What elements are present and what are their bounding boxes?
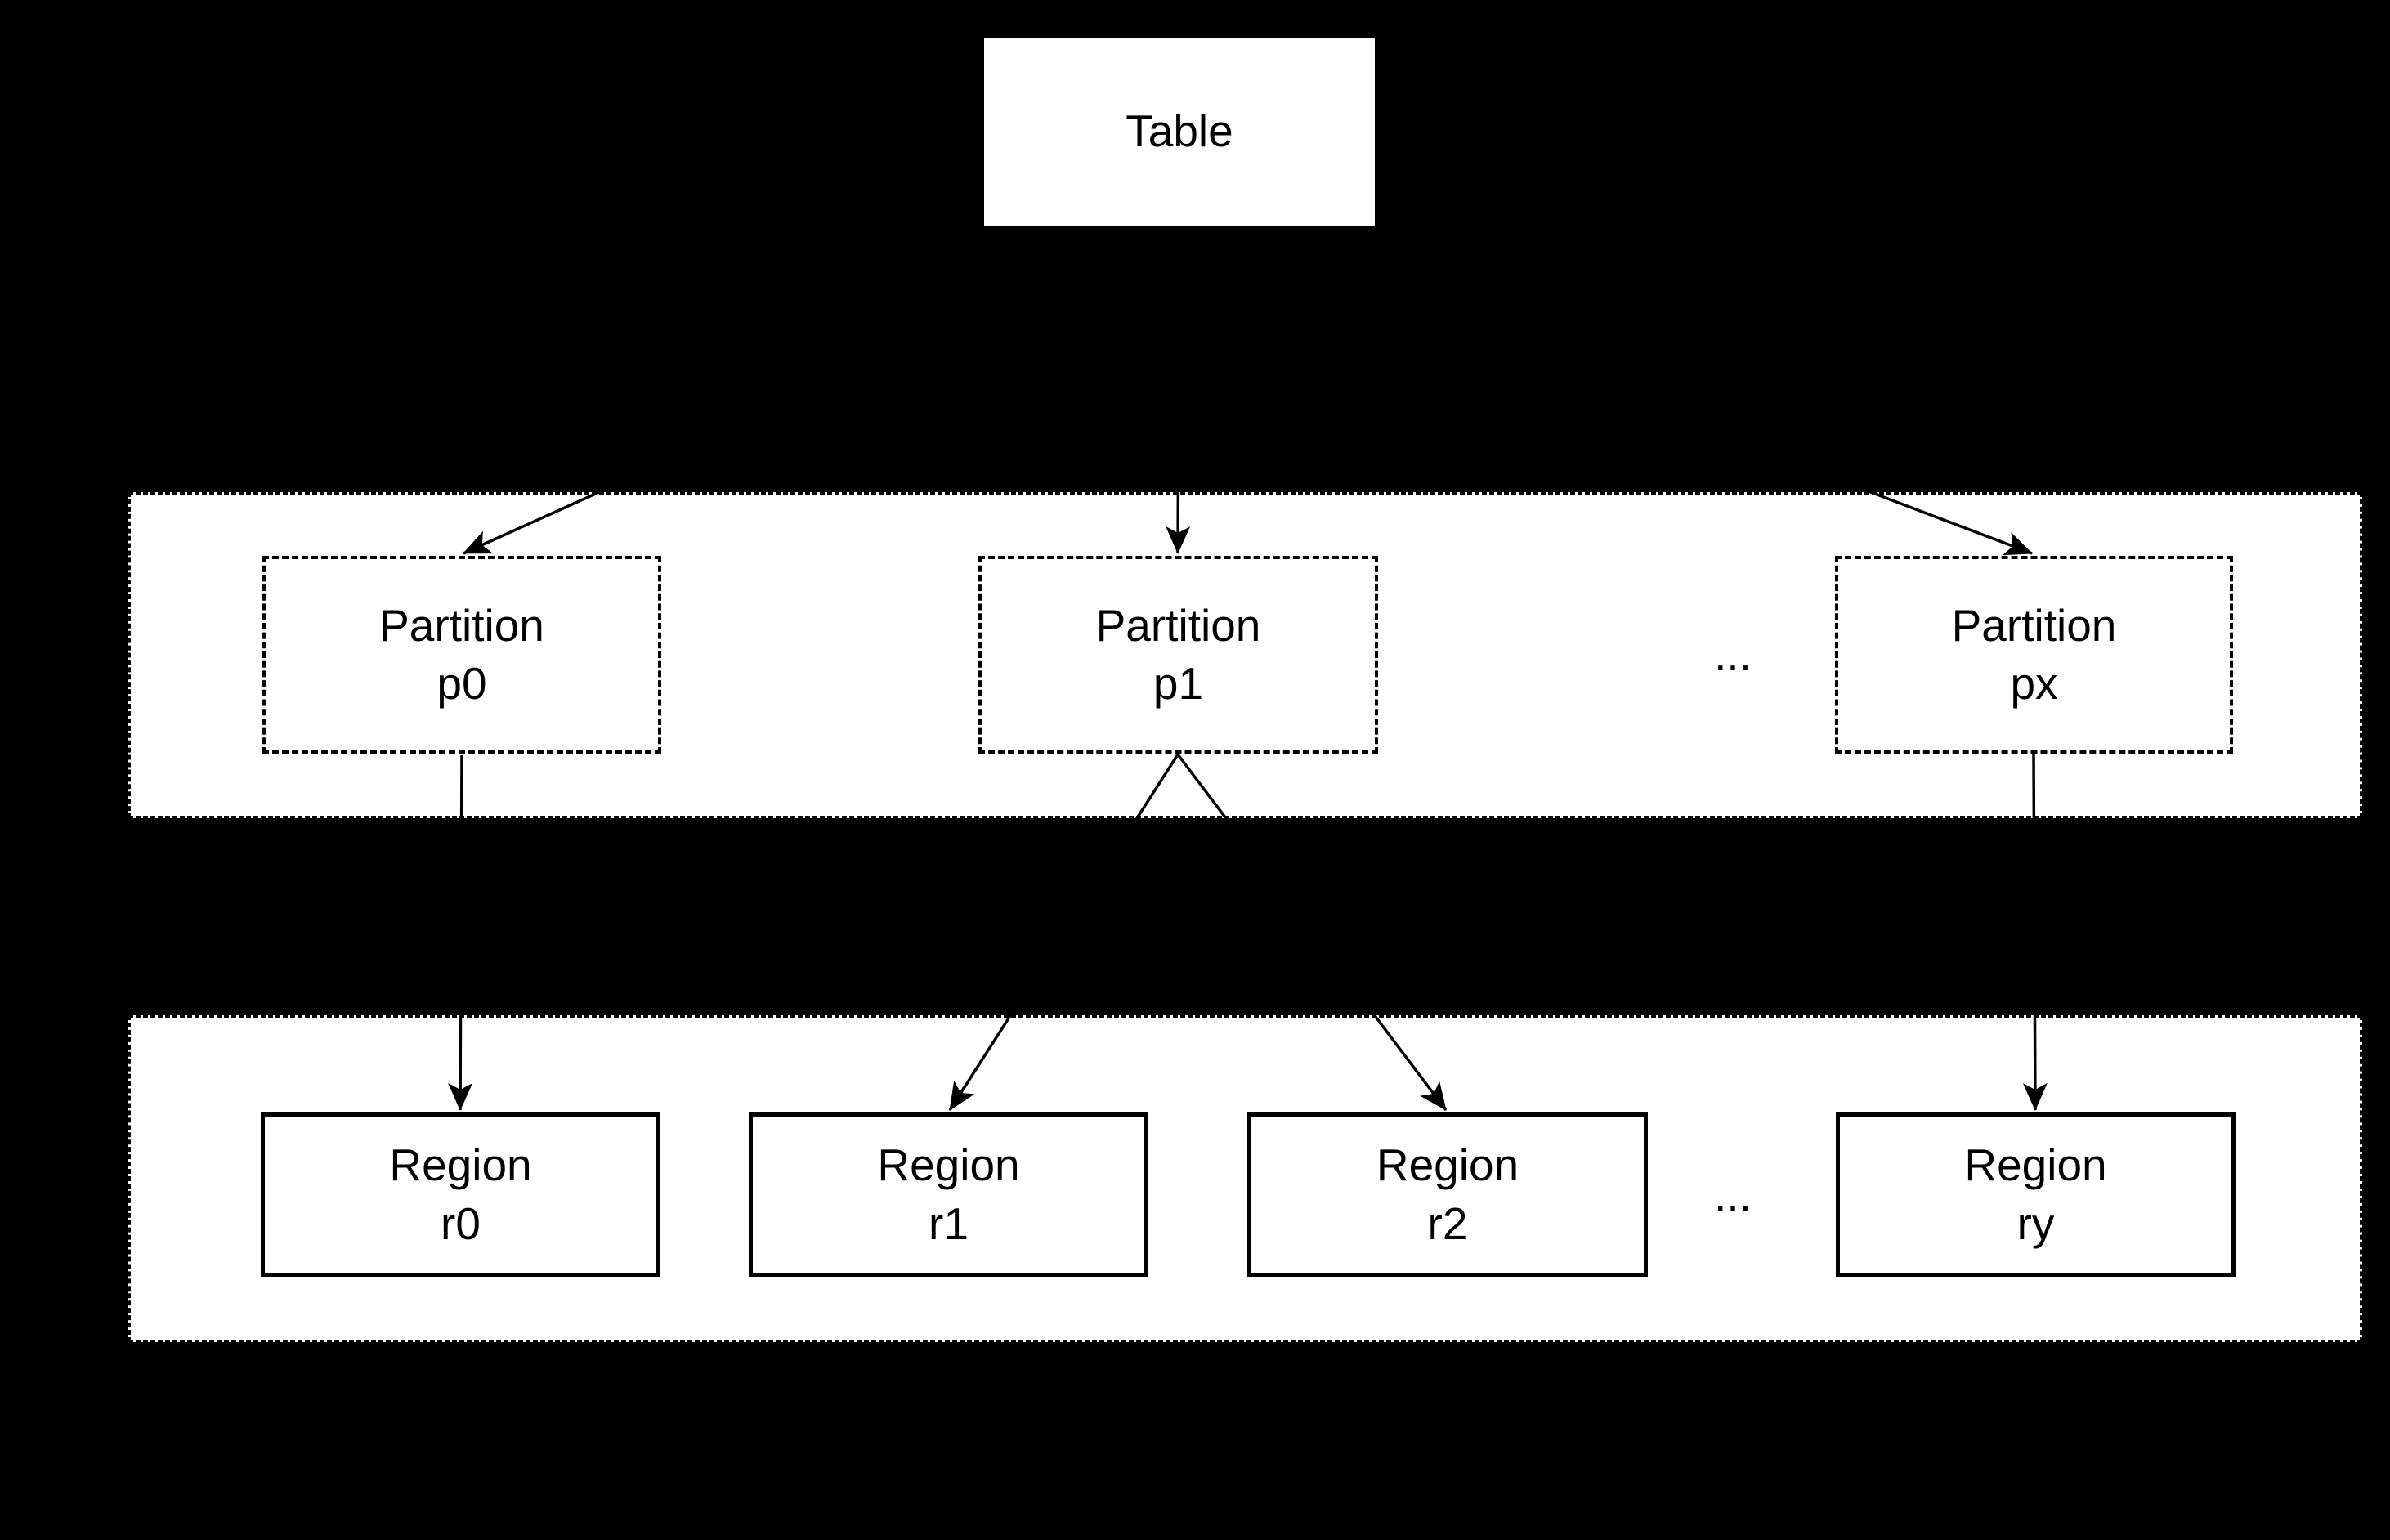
- partition-node-px: Partition px: [1835, 556, 2233, 754]
- partition-p0-label: Partition: [379, 599, 544, 651]
- region-node-r0: Region r0: [261, 1112, 660, 1277]
- region-ellipsis-text: ...: [1714, 1169, 1752, 1220]
- partition-node-p1: Partition p1: [978, 556, 1378, 754]
- partition-p1-sublabel: p1: [1152, 658, 1204, 709]
- region-r0-label: Region: [389, 1139, 532, 1190]
- region-node-r2: Region r2: [1247, 1112, 1648, 1277]
- region-node-r1: Region r1: [749, 1112, 1148, 1277]
- region-r1-sublabel: r1: [929, 1198, 969, 1249]
- partition-row-ellipsis: ...: [1667, 556, 1798, 754]
- region-ry-label: Region: [1964, 1139, 2107, 1190]
- region-r0-sublabel: r0: [441, 1198, 481, 1249]
- partition-p0-sublabel: p0: [436, 658, 487, 709]
- region-node-ry: Region ry: [1836, 1112, 2236, 1277]
- region-row-ellipsis: ...: [1667, 1112, 1798, 1277]
- region-r2-label: Region: [1376, 1139, 1519, 1190]
- region-ry-sublabel: ry: [2016, 1198, 2055, 1249]
- partition-p1-label: Partition: [1095, 599, 1261, 651]
- partition-px-label: Partition: [1951, 599, 2117, 651]
- partition-ellipsis-text: ...: [1714, 629, 1752, 680]
- region-r1-label: Region: [877, 1139, 1020, 1190]
- partition-px-sublabel: px: [2010, 658, 2058, 709]
- region-r2-sublabel: r2: [1427, 1198, 1468, 1249]
- partition-node-p0: Partition p0: [262, 556, 661, 754]
- table-label: Table: [1126, 105, 1233, 157]
- table-node: Table: [982, 35, 1377, 228]
